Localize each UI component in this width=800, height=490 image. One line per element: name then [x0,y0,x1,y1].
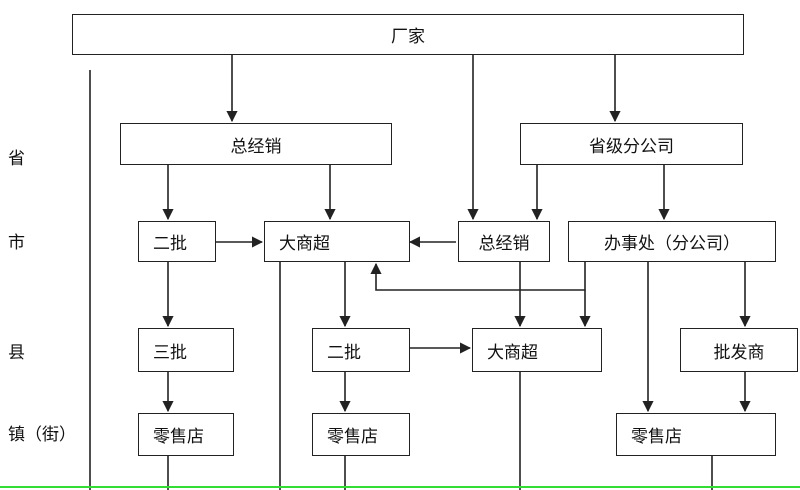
node-retail-store-1: 零售店 [138,413,234,456]
node-retail-store-2: 零售店 [312,413,410,456]
bottom-accent-line [0,486,800,488]
arrow-office-to-city-hypermarket [370,262,586,291]
node-provincial-branch: 省级分公司 [520,123,743,165]
node-wholesaler: 批发商 [680,328,798,372]
level-city: 市 [8,233,25,253]
node-hypermarket-county: 大商超 [472,328,602,372]
level-county: 县 [8,343,25,363]
node-general-distributor-city: 总经销 [458,221,550,262]
node-retail-store-3: 零售店 [616,413,776,456]
node-office-branch: 办事处（分公司） [568,221,776,262]
level-town: 镇（街） [8,425,76,445]
node-manufacturer: 厂家 [72,14,744,55]
node-third-wholesale: 三批 [138,328,234,372]
node-second-wholesale-city: 二批 [138,221,216,262]
node-second-wholesale-county: 二批 [312,328,410,372]
level-province: 省 [8,149,25,169]
node-general-distributor-province: 总经销 [120,123,392,165]
node-hypermarket-city: 大商超 [264,221,410,262]
